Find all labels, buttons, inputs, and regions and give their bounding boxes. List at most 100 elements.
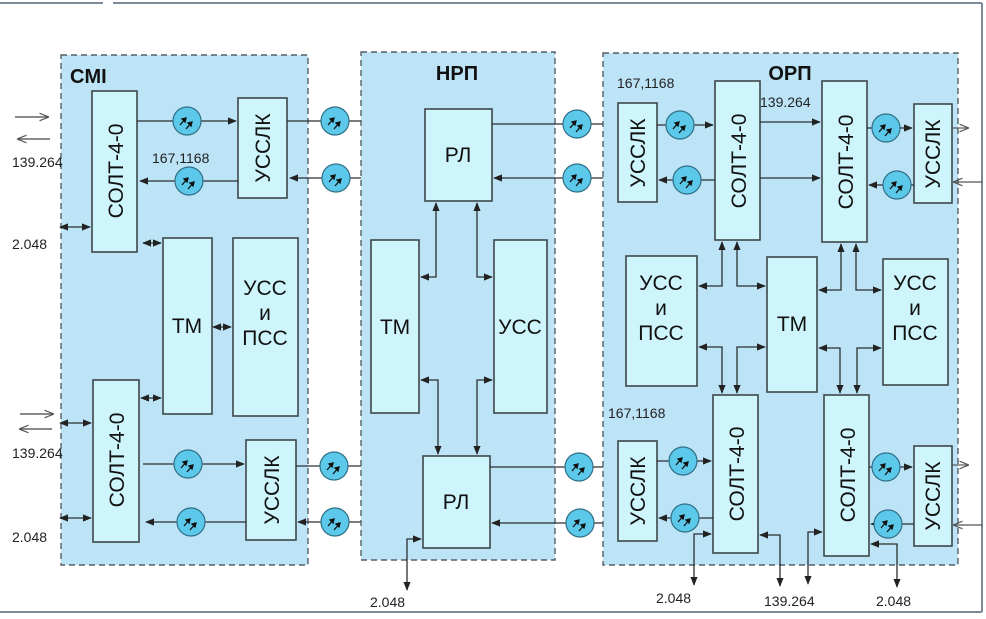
orp-usslk-bottom-left[interactable] [617,440,658,542]
nrp-line-tm-rl-bottom [420,376,442,455]
orp-usslk-bottom-left-label: УССЛК [627,456,650,526]
orp-uss-pss-left[interactable] [625,255,698,387]
orp-solt-bottom-left[interactable] [712,394,759,554]
orp-line-139-left [759,531,784,587]
orp-line-uss-left-solt-top [698,241,726,290]
orp-solt-top-left-label: СОЛТ-4-0 [728,114,751,209]
label-orp-167-top: 167,1168 [617,75,675,91]
orp-tm[interactable] [766,256,818,393]
orp-line-solt-bottom-tm [733,343,766,394]
amplifier-icon [176,507,206,537]
amplifier-icon [670,503,700,533]
label-nrp-2048: 2.048 [370,594,405,610]
orp-line-solt-right-top-uss [852,243,882,294]
cmi-external-io: 139.264 2.048 139.264 2.048 167,1168 [12,117,210,545]
panel-orp-title: ОРП [768,63,811,85]
orp-uss-pss-right[interactable] [882,258,949,386]
nrp-tm[interactable] [370,239,420,414]
amplifier-icon [873,509,903,539]
nrp-uss-label: УСС [498,316,542,339]
orp-line-tm-solt-right-bottom [818,344,844,394]
orp-solt-bottom-left-label: СОЛТ-4-0 [726,427,749,522]
orp-solt-top-right-label: СОЛТ-4-0 [835,115,858,210]
orp-line-tm-solt-right-top [818,243,845,294]
orp-solt-top-right[interactable] [821,80,868,243]
cmi-uss-pss-line3: ПСС [242,327,287,350]
amplifier-icon [882,170,912,200]
amplifier-icon [172,106,202,136]
orp-tm-label: ТМ [777,313,807,336]
orp-line-uss-left-solt-bottom [698,343,726,394]
orp-uss-pss-left-line1: УСС [639,272,683,295]
label-orp-139: 139.264 [764,593,815,609]
amplifier-icon [871,452,901,482]
cmi-solt-bottom[interactable] [92,379,140,543]
panel-orp: ОРП 167,1168 139.264 167,1168 УССЛК СОЛТ… [602,52,959,588]
orp-line-solt-top-tm [733,241,766,290]
label-cmi-139-top: 139.264 [12,154,63,170]
nrp-line-2048 [403,535,422,591]
amplifier-icon [562,109,592,139]
orp-uss-pss-right-line3: ПСС [892,322,937,345]
cmi-usslk-bottom-label: УССЛК [261,455,284,525]
label-orp-167-bottom: 167,1168 [608,405,666,421]
panel-cmi: CMI СОЛТ-4-0 УССЛК ТМ УСС и ПСС СОЛТ-4-0… [59,54,309,566]
nrp-rl-top-label: РЛ [445,144,472,167]
cmi-usslk-top-label: УССЛК [252,113,275,183]
cmi-solt-bottom-label: СОЛТ-4-0 [106,413,129,508]
label-cmi-2048-bottom: 2.048 [12,529,47,545]
amplifier-icon [564,452,594,482]
orp-usslk-top-left[interactable] [617,102,658,203]
orp-usslk-top-right[interactable] [913,103,953,204]
amplifier-icon [672,165,702,195]
amplifier-icon [174,166,204,196]
link-nrp-orp [490,109,618,538]
panel-nrp-title: НРП [436,63,478,85]
label-cmi-167: 167,1168 [152,150,210,166]
nrp-line-rl-tm-top [420,202,440,281]
panel-nrp: НРП РЛ ТМ УСС РЛ 2.048 [360,51,556,610]
orp-solt-top-left[interactable] [714,80,761,241]
nrp-tm-label: ТМ [380,316,410,339]
nrp-uss[interactable] [493,239,548,414]
orp-uss-pss-right-line1: УСС [893,272,937,295]
cmi-solt-top[interactable] [91,90,138,253]
nrp-line-uss-rl-bottom [473,376,493,455]
amplifier-icon [321,163,351,193]
orp-solt-bottom-right-label: СОЛТ-4-0 [837,428,860,523]
nrp-rl-top[interactable] [424,108,493,202]
label-cmi-139-bottom: 139.264 [12,445,63,461]
panel-cmi-title: CMI [70,66,107,88]
orp-usslk-bottom-right[interactable] [913,445,953,547]
amplifier-icon [871,113,901,143]
orp-uss-pss-left-line3: ПСС [638,322,683,345]
cmi-tm[interactable] [162,237,213,415]
label-cmi-2048-top: 2.048 [12,236,47,252]
orp-uss-pss-right-line2: и [909,297,921,320]
orp-usslk-top-left-label: УССЛК [627,118,650,188]
orp-line-139-right [804,528,823,585]
orp-line-uss-right-solt-bottom [853,344,882,394]
amplifier-icon [665,110,695,140]
label-orp-139-top: 139.264 [760,94,811,110]
cmi-usslk-bottom[interactable] [245,439,297,541]
cmi-uss-pss[interactable] [232,237,299,417]
nrp-rl-bottom-label: РЛ [443,491,470,514]
nrp-rl-bottom[interactable] [422,455,491,549]
amplifier-icon [319,451,349,481]
orp-external-io [952,128,982,525]
amplifier-icon [320,106,350,136]
cmi-usslk-top[interactable] [237,97,288,199]
amplifier-icon [173,449,203,479]
cmi-uss-pss-line1: УСС [243,277,287,300]
amplifier-icon [562,163,592,193]
label-orp-2048-left: 2.048 [656,590,691,606]
nrp-line-rl-uss-top [473,202,493,281]
orp-solt-bottom-right[interactable] [823,394,870,557]
amplifier-icon [565,508,595,538]
cmi-tm-label: ТМ [172,315,202,338]
orp-line-2048-right [870,540,901,588]
label-orp-2048-right: 2.048 [876,593,911,609]
